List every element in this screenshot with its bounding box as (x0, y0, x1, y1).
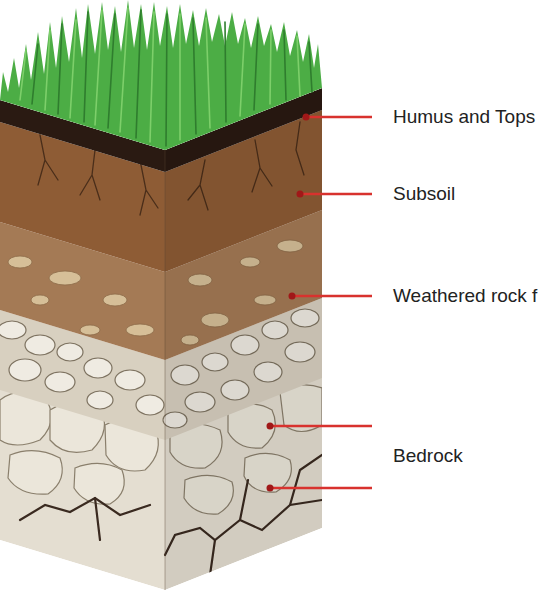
grass (0, 0, 322, 150)
layer-label: Bedrock (393, 445, 463, 468)
layer-label: Weathered rock f (393, 285, 537, 308)
layer-label: Humus and Tops (393, 106, 535, 129)
front-edge (165, 150, 166, 590)
soil-block (0, 88, 322, 590)
leader-dots (267, 114, 310, 492)
grass-blades (20, 8, 312, 146)
leader-lines (270, 117, 372, 488)
face-shade (165, 88, 322, 590)
layer-label: Subsoil (393, 183, 455, 206)
